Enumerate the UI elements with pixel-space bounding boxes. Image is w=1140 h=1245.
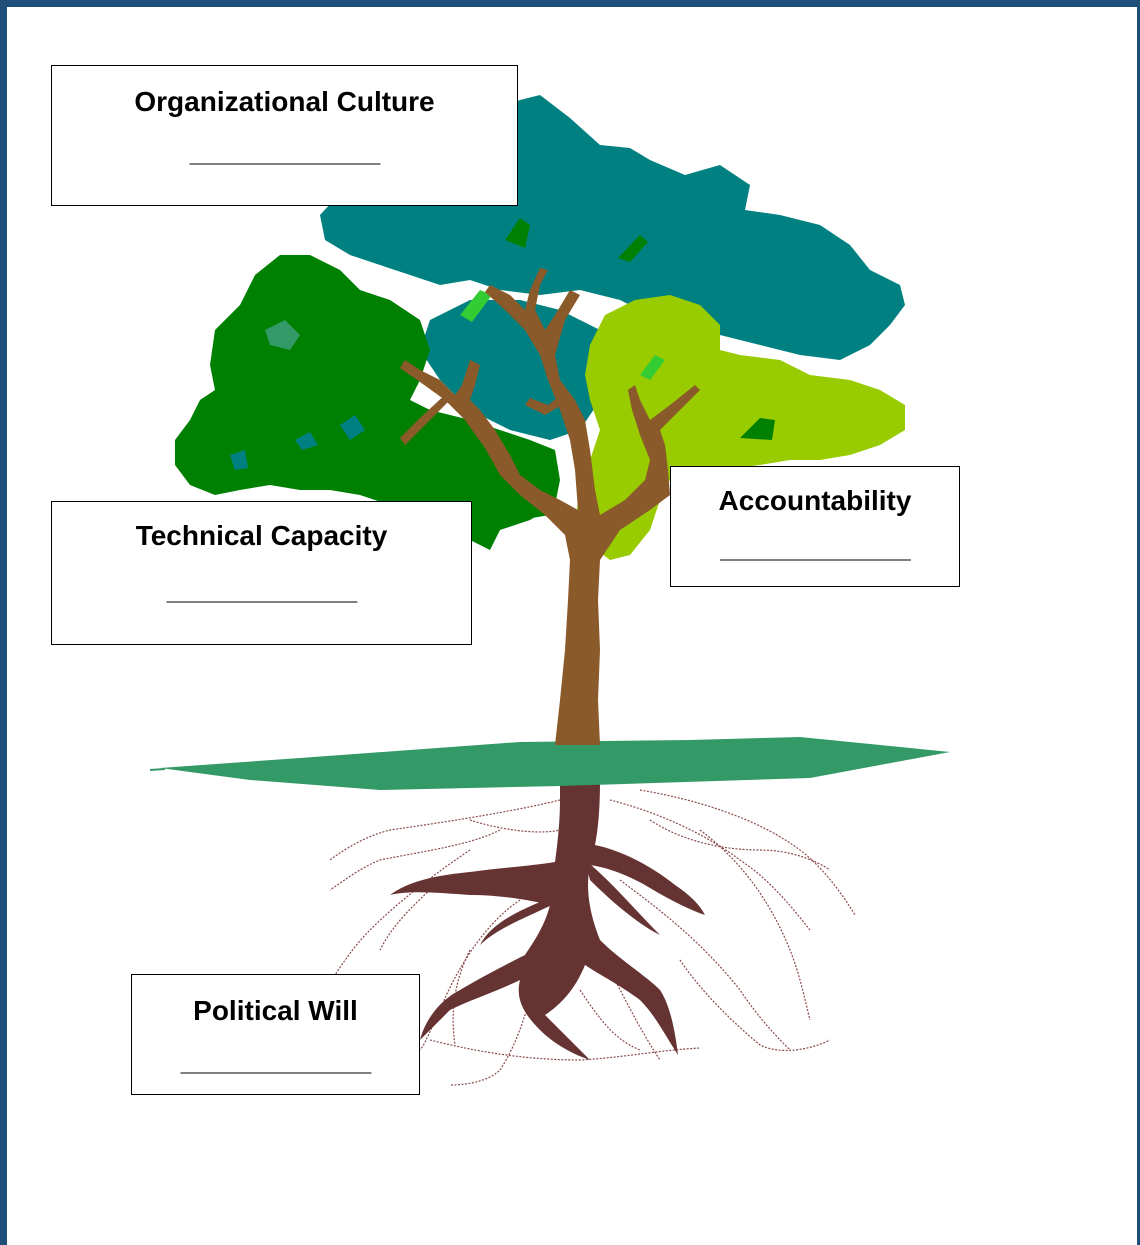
main-roots bbox=[390, 780, 705, 1060]
organizational-culture-title: Organizational Culture bbox=[134, 86, 435, 117]
ground-plane bbox=[160, 737, 950, 790]
organizational-culture-box: Organizational Culture _____________ bbox=[51, 65, 518, 206]
accountability-title: Accountability bbox=[718, 485, 912, 516]
technical-capacity-title: Technical Capacity bbox=[135, 520, 388, 551]
trunk-and-branches bbox=[400, 268, 700, 745]
technical-capacity-box: Technical Capacity _____________ bbox=[51, 501, 472, 645]
accountability-blank: _____________ bbox=[720, 532, 910, 563]
political-will-box: Political Will _____________ bbox=[131, 974, 420, 1095]
accountability-box: Accountability _____________ bbox=[670, 466, 960, 587]
technical-capacity-blank: _____________ bbox=[166, 574, 357, 605]
political-will-title: Political Will bbox=[193, 995, 358, 1026]
organizational-culture-blank: _____________ bbox=[189, 136, 380, 167]
political-will-blank: _____________ bbox=[180, 1045, 371, 1076]
